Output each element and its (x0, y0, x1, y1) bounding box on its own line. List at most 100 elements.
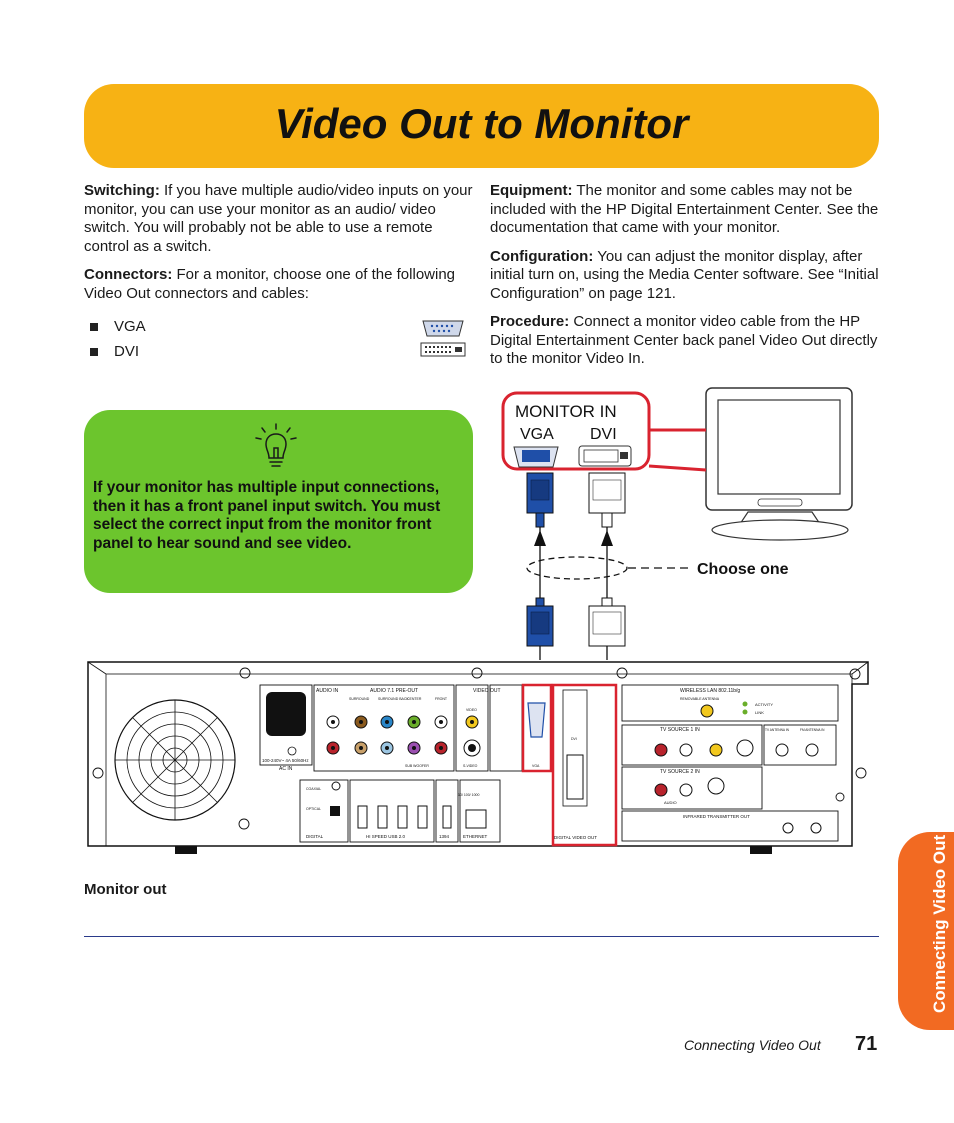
usb-label: HI SPEED USB 2.0 (366, 834, 406, 839)
surround-back-label: SURROUND BACK (378, 697, 409, 701)
lightbulb-icon (255, 423, 297, 467)
ethernet-port-icon (465, 809, 487, 829)
ethernet-label: ETHERNET (463, 834, 488, 839)
monitor-dvi-port (578, 445, 632, 467)
svideo-label: S-VIDEO (463, 764, 478, 768)
section-tab: Connecting Video Out (898, 832, 954, 1030)
dvi-arrow-icon (601, 530, 613, 546)
monitor-in-vga-label: VGA (520, 426, 554, 443)
ethernet-speed-label: 10/ 100/ 1000 (458, 793, 479, 797)
figure-caption: Monitor out (84, 881, 167, 898)
connector-icons (420, 320, 466, 357)
activity-led-icon (742, 701, 748, 707)
procedure-label: Procedure: (490, 313, 570, 330)
choose-one-ellipse (526, 556, 628, 580)
procedure-text: Connect a monitor video cable from the H… (490, 313, 878, 367)
panel-dvi-port-icon (566, 754, 584, 800)
dvi-port-highlight (551, 683, 618, 847)
ac-inlet-icon (266, 692, 306, 736)
panel-vga-label: VGA (532, 764, 540, 768)
equipment-paragraph: Equipment: The monitor and some cables m… (490, 182, 882, 238)
front-label: FRONT (435, 697, 448, 701)
panel-dvi-label: DVI (571, 737, 577, 741)
tip-text: If your monitor has multiple input conne… (93, 479, 441, 552)
connector-list: VGA DVI (90, 314, 146, 364)
list-item-label: VGA (114, 318, 146, 335)
screw-icons (92, 667, 867, 830)
antenna-jack-icon (700, 704, 714, 718)
title-banner: Video Out to Monitor (84, 84, 879, 168)
configuration-text: You can adjust the monitor display, afte… (490, 247, 879, 302)
back-panel: 100-240V~ 4A 50/60Hz AC IN AUDIO IN AUDI… (87, 661, 869, 854)
page-number: 71 (855, 1033, 878, 1055)
link-led-icon (742, 709, 748, 715)
tip-box: If your monitor has multiple input conne… (84, 410, 473, 593)
fm-antenna-label: FM ANTENNA IN (800, 728, 825, 732)
list-item: VGA (90, 314, 146, 339)
vga-connector-icon (422, 320, 464, 337)
audio-jacks (326, 715, 448, 755)
ir-out-label: INFRARED TRANSMITTER OUT (683, 814, 750, 819)
tv-source-1-label: TV SOURCE 1 IN (660, 727, 700, 733)
surround-label: SURROUND (349, 697, 370, 701)
video-label: VIDEO (466, 708, 477, 712)
vga-cable-plug-bottom (526, 597, 554, 647)
wlan-label: WIRELESS LAN 802.11b/g (680, 688, 740, 694)
coaxial-label: COAXIAL (306, 787, 321, 791)
bullet-icon (90, 347, 98, 356)
audio-label: AUDIO (664, 800, 677, 805)
left-column: Switching: If you have multiple audio/vi… (84, 182, 474, 313)
footer-divider (84, 936, 879, 937)
digital-video-out-label: DIGITAL VIDEO OUT (554, 835, 597, 840)
dvi-cable-plug-top (588, 472, 626, 528)
activity-label: ACTIVITY (755, 702, 773, 707)
connectors-text: For a monitor, choose one of the followi… (84, 266, 456, 302)
audio-in-label: AUDIO IN (316, 688, 339, 694)
monitor-vga-port (513, 446, 559, 468)
equipment-label: Equipment: (490, 182, 573, 199)
switching-paragraph: Switching: If you have multiple audio/vi… (84, 182, 474, 256)
configuration-label: Configuration: (490, 247, 594, 265)
fan-grille-icon (114, 699, 236, 821)
video-out-label: VIDEO OUT (473, 688, 501, 694)
panel-vga-port-icon (527, 702, 546, 738)
firewire-port-icon (442, 805, 452, 829)
vga-port-highlight (521, 683, 553, 773)
optical-label: OPTICAL (306, 807, 321, 811)
right-column: Equipment: The monitor and some cables m… (490, 182, 882, 379)
monitor-illustration (705, 387, 853, 541)
page-title: Video Out to Monitor (274, 100, 689, 147)
equipment-text: The monitor and some cables may not be i… (490, 182, 879, 236)
monitor-in-dvi-label: DVI (590, 426, 617, 443)
footer-section: Connecting Video Out (684, 1037, 821, 1053)
connectors-paragraph: Connectors: For a monitor, choose one of… (84, 266, 474, 303)
firewire-label: 1394 (439, 834, 450, 839)
list-item: DVI (90, 339, 146, 364)
sub-woofer-label: SUB WOOFER (405, 764, 429, 768)
dvi-connector-icon (420, 342, 466, 357)
switching-label: Switching: (84, 182, 160, 199)
monitor-in-label: MONITOR IN (515, 402, 617, 421)
link-label: LINK (755, 710, 764, 715)
digital-label: DIGITAL (306, 834, 324, 839)
ac-rating-label: 100-240V~ 4A 50/60Hz (262, 758, 309, 763)
tv-source-2-label: TV SOURCE 2 IN (660, 769, 700, 775)
vga-cable-plug-top (526, 472, 554, 528)
list-item-label: DVI (114, 343, 140, 360)
center-label: CENTER (407, 697, 422, 701)
dvi-cable-plug-bottom (588, 597, 626, 647)
ac-in-label: AC IN (279, 766, 293, 772)
procedure-paragraph: Procedure: Connect a monitor video cable… (490, 313, 882, 369)
tv-antenna-label: TV ANTENNA IN (765, 728, 790, 732)
removable-antenna-label: REMOVABLE ANTENNA (680, 697, 720, 701)
bullet-icon (90, 322, 98, 331)
choose-one-label: Choose one (697, 561, 789, 578)
vga-arrow-icon (534, 530, 546, 546)
monitor-connection-line (648, 464, 707, 472)
audio-71-label: AUDIO 7.1 PRE-OUT (370, 688, 418, 694)
configuration-paragraph: Configuration: You can adjust the monito… (490, 248, 882, 304)
usb-ports-icon (357, 805, 428, 829)
connectors-label: Connectors: (84, 266, 173, 283)
switching-text: If you have multiple audio/video inputs … (84, 182, 473, 255)
